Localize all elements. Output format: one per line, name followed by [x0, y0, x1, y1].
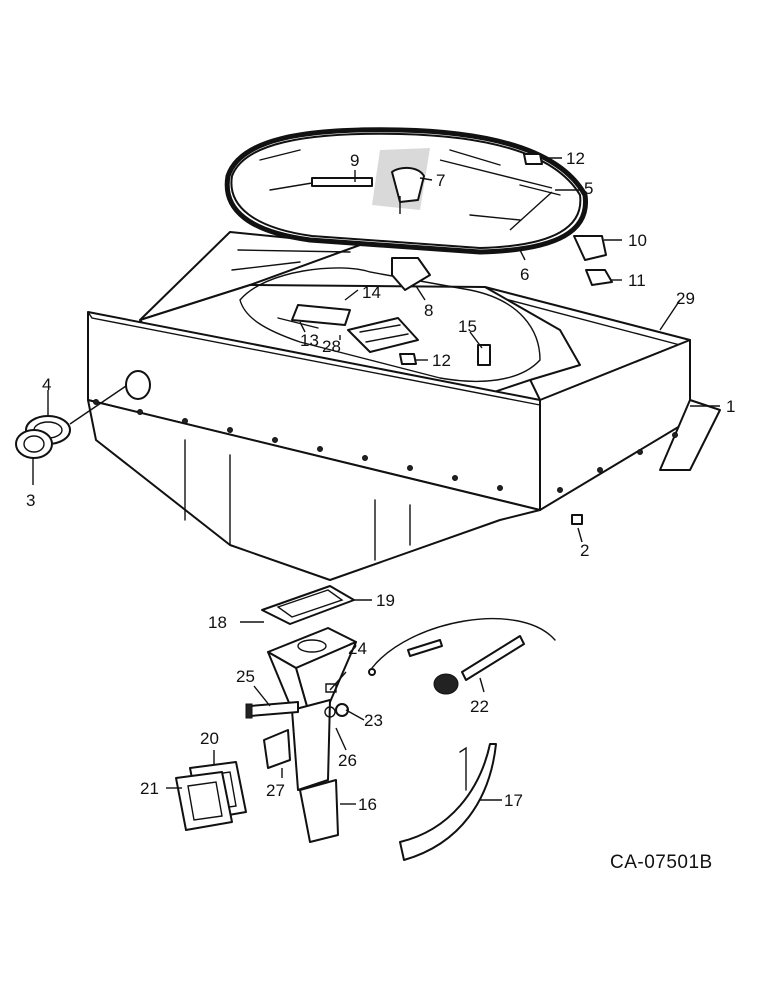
main-housing — [87, 231, 721, 581]
rim-bolt-holes — [93, 399, 678, 493]
gasket-19 — [261, 585, 355, 625]
callout-17: 17 — [504, 791, 523, 810]
bolt-2 — [571, 514, 583, 525]
callout-12-lower: 12 — [432, 351, 451, 370]
clip-11 — [585, 269, 613, 286]
callout-25: 25 — [236, 667, 255, 686]
callout-7: 7 — [436, 171, 445, 190]
callout-11: 11 — [628, 271, 646, 290]
hinge-28 — [347, 317, 419, 353]
callout-3: 3 — [26, 491, 35, 510]
pin-15 — [477, 344, 491, 366]
leader-lines — [32, 157, 720, 805]
nut-12-top — [523, 153, 543, 165]
clamp-10 — [573, 235, 607, 261]
callout-18: 18 — [208, 613, 227, 632]
bracket-27 — [263, 729, 291, 769]
callout-19: 19 — [376, 591, 395, 610]
callout-14: 14 — [362, 283, 381, 302]
cover-bar — [311, 177, 373, 187]
callout-2: 2 — [580, 541, 589, 560]
callout-29: 29 — [676, 289, 695, 308]
callout-6: 6 — [520, 265, 529, 284]
chute-body — [291, 699, 331, 791]
callout-labels: 1 2 3 4 5 6 7 8 9 10 11 12 12 13 14 15 1… — [26, 149, 735, 814]
callout-27: 27 — [266, 781, 285, 800]
housing-port — [125, 370, 151, 400]
callout-4: 4 — [42, 375, 51, 394]
frame-21 — [175, 771, 233, 831]
callout-9: 9 — [350, 151, 359, 170]
chute-18 — [267, 627, 357, 711]
callout-20: 20 — [200, 729, 219, 748]
callout-16: 16 — [358, 795, 377, 814]
deflector-17 — [399, 743, 497, 861]
spout-16 — [299, 779, 339, 843]
callout-21: 21 — [140, 779, 159, 798]
callout-15: 15 — [458, 317, 477, 336]
nut-12-lower — [399, 353, 417, 365]
callout-28: 28 — [322, 337, 341, 356]
drawing-code: CA-07501B — [610, 852, 713, 873]
callout-12-top: 12 — [566, 149, 585, 168]
rod-13 — [277, 317, 319, 329]
callout-26: 26 — [338, 751, 357, 770]
gauge-3 — [15, 429, 53, 459]
plate-14 — [291, 304, 351, 326]
bolt-25 — [245, 701, 299, 719]
spring-24 — [325, 683, 337, 693]
control-cable-22 — [368, 617, 556, 695]
callout-24: 24 — [348, 639, 367, 658]
cover-bracket — [391, 257, 431, 291]
callout-22: 22 — [470, 697, 489, 716]
ring-26 — [324, 706, 336, 718]
fitting-23 — [335, 703, 349, 717]
callout-10: 10 — [628, 231, 647, 250]
latch-handle — [391, 166, 425, 203]
callout-8: 8 — [424, 301, 433, 320]
callout-1: 1 — [726, 397, 735, 416]
callout-13: 13 — [300, 331, 319, 350]
callout-5: 5 — [584, 179, 593, 198]
callout-23: 23 — [364, 711, 383, 730]
